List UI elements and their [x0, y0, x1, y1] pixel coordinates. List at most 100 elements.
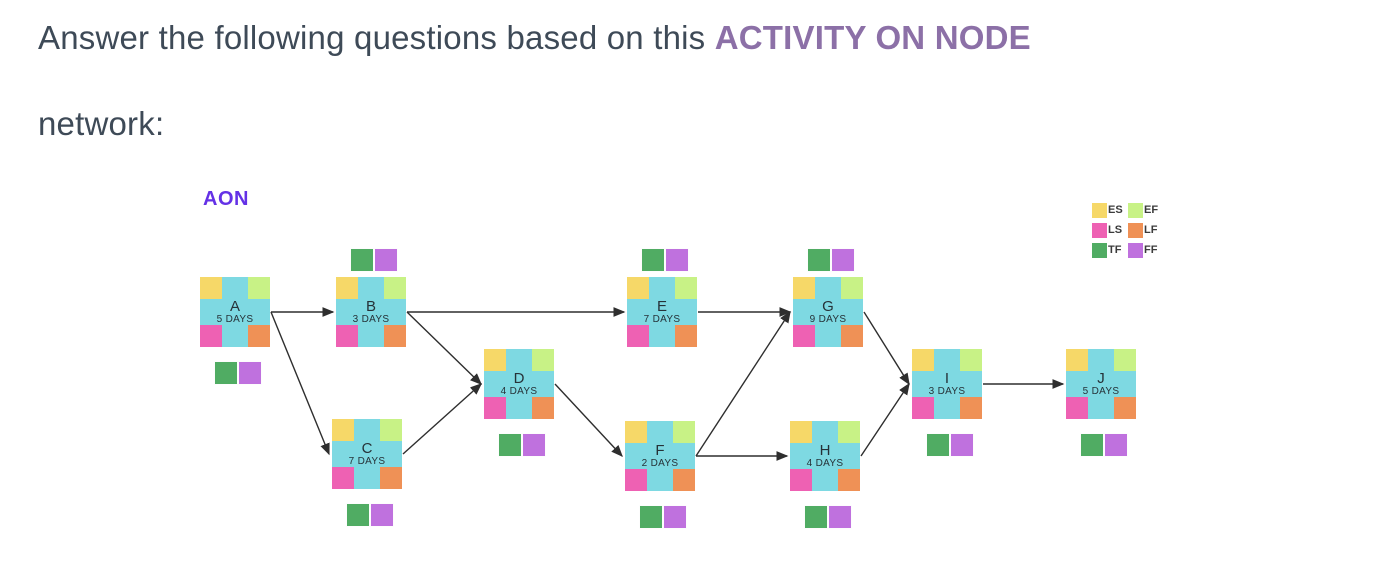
ls-box — [627, 325, 649, 347]
ls-box — [625, 469, 647, 491]
node-letter: D — [513, 369, 525, 387]
es-box — [625, 421, 647, 443]
legend-item-ef: EF — [1128, 202, 1164, 218]
diagram-title: AON — [203, 188, 249, 210]
es-box — [793, 277, 815, 299]
tf-box — [1080, 433, 1104, 457]
ff-box — [374, 248, 398, 272]
tf-box — [641, 248, 665, 272]
ff-box — [828, 505, 852, 529]
node-letter: A — [229, 297, 240, 315]
question-text-line2: network: — [38, 104, 165, 142]
node-letter: C — [361, 439, 373, 457]
es-box — [332, 419, 354, 441]
tf-ff-pair-J — [1080, 433, 1128, 457]
lf-box — [675, 325, 697, 347]
lf-box — [248, 325, 270, 347]
es-box — [912, 349, 934, 371]
tf-box — [926, 433, 950, 457]
node-duration: 7 DAYS — [348, 456, 386, 468]
node-letter: G — [822, 297, 834, 315]
ff-box — [370, 503, 394, 527]
legend-row: ES EF — [1092, 200, 1164, 220]
node-duration: 3 DAYS — [928, 386, 966, 398]
node-duration: 2 DAYS — [641, 458, 679, 470]
legend-label: FF — [1144, 243, 1158, 256]
legend-label: ES — [1108, 203, 1123, 216]
edge-C-D — [402, 383, 483, 455]
es-box — [336, 277, 358, 299]
es-box — [627, 277, 649, 299]
ef-box — [673, 421, 695, 443]
ef-box — [532, 349, 554, 371]
lf-swatch — [1128, 222, 1143, 238]
legend-item-tf: TF — [1092, 242, 1128, 258]
lf-box — [838, 469, 860, 491]
ef-swatch — [1128, 202, 1143, 218]
ff-swatch — [1128, 242, 1143, 258]
tf-box — [346, 503, 370, 527]
tf-ff-pair-H — [804, 505, 852, 529]
ef-box — [838, 421, 860, 443]
ef-box — [841, 277, 863, 299]
ls-box — [484, 397, 506, 419]
legend-item-es: ES — [1092, 202, 1128, 218]
node-letter: I — [944, 369, 950, 387]
node-letter: E — [656, 297, 667, 315]
node-letter: F — [655, 441, 665, 459]
es-swatch — [1092, 202, 1107, 218]
question-text-prefix: Answer the following questions based on … — [38, 19, 715, 56]
tf-box — [807, 248, 831, 272]
ls-box — [200, 325, 222, 347]
tf-ff-pair-C — [346, 503, 394, 527]
tf-ff-pair-F — [639, 505, 687, 529]
ls-box — [336, 325, 358, 347]
lf-box — [960, 397, 982, 419]
ff-box — [663, 505, 687, 529]
legend: ES EF LS LF TF FF — [1092, 200, 1164, 260]
ef-box — [380, 419, 402, 441]
tf-ff-pair-D — [498, 433, 546, 457]
es-box — [1066, 349, 1088, 371]
ff-box — [831, 248, 855, 272]
node-letter: H — [819, 441, 831, 459]
node-duration: 4 DAYS — [500, 386, 538, 398]
legend-item-lf: LF — [1128, 222, 1164, 238]
ls-swatch — [1092, 222, 1107, 238]
es-box — [790, 421, 812, 443]
node-duration: 4 DAYS — [806, 458, 844, 470]
edge-B-D — [406, 311, 483, 385]
legend-item-ff: FF — [1128, 242, 1164, 258]
tf-ff-pair-I — [926, 433, 974, 457]
tf-ff-pair-A — [214, 361, 262, 385]
lf-box — [841, 325, 863, 347]
tf-swatch — [1092, 242, 1107, 258]
ff-box — [950, 433, 974, 457]
node-letter: J — [1097, 369, 1105, 387]
edge-F-G — [695, 310, 791, 457]
ff-box — [238, 361, 262, 385]
tf-box — [214, 361, 238, 385]
edge-A-C — [270, 311, 330, 456]
lf-box — [380, 467, 402, 489]
ef-box — [960, 349, 982, 371]
tf-box — [350, 248, 374, 272]
legend-label: LS — [1108, 223, 1123, 236]
es-box — [484, 349, 506, 371]
ls-box — [912, 397, 934, 419]
legend-label: EF — [1144, 203, 1159, 216]
ls-box — [793, 325, 815, 347]
legend-label: LF — [1144, 223, 1158, 236]
edge-D-F — [554, 383, 623, 458]
question-text: Answer the following questions based on … — [38, 18, 1031, 143]
node-duration: 5 DAYS — [216, 314, 254, 326]
node-letter: B — [365, 297, 376, 315]
